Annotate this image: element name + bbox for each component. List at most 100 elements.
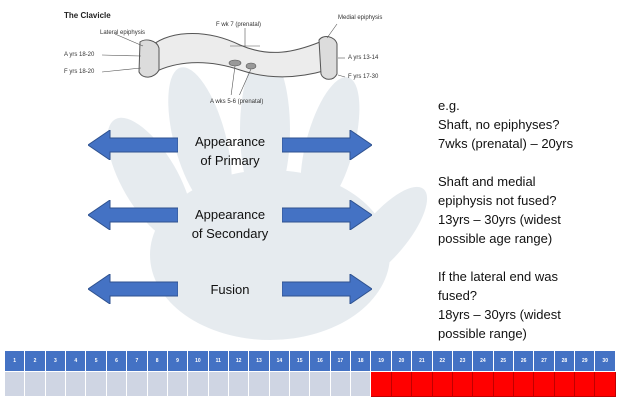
age-cell-19: 19 bbox=[370, 350, 392, 372]
age-cell-24: 24 bbox=[472, 350, 494, 372]
label-medial-fuse: F yrs 17-30 bbox=[348, 74, 379, 80]
age-cell-4: 4 bbox=[65, 350, 87, 372]
age-cell-2: 2 bbox=[24, 350, 46, 372]
age-cell-13: 13 bbox=[248, 350, 270, 372]
age-bar-cell-2 bbox=[24, 371, 46, 397]
age-bar-cell-23 bbox=[451, 371, 474, 397]
age-bar-cell-16 bbox=[309, 371, 331, 397]
label-primary-prenatal: F wk 7 (prenatal) bbox=[216, 22, 262, 28]
age-cell-21: 21 bbox=[411, 350, 433, 372]
age-bar-cell-12 bbox=[227, 371, 250, 397]
age-cell-6: 6 bbox=[105, 350, 128, 372]
example-3-line-2: fused? bbox=[438, 288, 478, 303]
age-bar-cell-19 bbox=[370, 371, 392, 397]
age-bar-cell-15 bbox=[289, 371, 311, 397]
arrow-right-primary bbox=[282, 130, 372, 160]
example-3-line-4: possible range) bbox=[438, 326, 527, 341]
age-bar-cell-26 bbox=[512, 371, 535, 397]
arrow-left-fusion bbox=[88, 274, 178, 304]
stage-primary-line2: of Primary bbox=[200, 153, 260, 168]
arrow-left-secondary bbox=[88, 200, 178, 230]
age-cell-26: 26 bbox=[512, 350, 535, 372]
age-cell-27: 27 bbox=[533, 350, 555, 372]
age-cell-23: 23 bbox=[451, 350, 474, 372]
age-bar-cell-30 bbox=[594, 371, 616, 397]
age-range-bar-row bbox=[3, 371, 616, 397]
stage-fusion: Fusion bbox=[170, 280, 290, 299]
age-cell-16: 16 bbox=[309, 350, 331, 372]
age-cell-15: 15 bbox=[289, 350, 311, 372]
age-cell-20: 20 bbox=[390, 350, 413, 372]
example-1-line-2: Shaft, no epiphyses? bbox=[438, 117, 560, 132]
example-shaft-no-epiphyses: e.g. Shaft, no epiphyses? 7wks (prenatal… bbox=[438, 96, 573, 153]
arrow-right-secondary bbox=[282, 200, 372, 230]
age-cell-29: 29 bbox=[574, 350, 596, 372]
age-cell-22: 22 bbox=[431, 350, 453, 372]
age-cell-10: 10 bbox=[187, 350, 209, 372]
age-cell-12: 12 bbox=[227, 350, 250, 372]
age-bar-cell-29 bbox=[574, 371, 596, 397]
label-medial-epiphysis: Medial epiphysis bbox=[338, 15, 383, 21]
example-3-line-1: If the lateral end was bbox=[438, 269, 558, 284]
stage-primary-line1: Appearance bbox=[194, 134, 266, 149]
age-cell-9: 9 bbox=[166, 350, 189, 372]
age-bar-cell-5 bbox=[85, 371, 107, 397]
age-bar-cell-22 bbox=[431, 371, 453, 397]
example-2-line-4: possible age range) bbox=[438, 231, 553, 246]
example-3-line-3: 18yrs – 30yrs (widest bbox=[438, 307, 561, 322]
stage-secondary: Appearance of Secondary bbox=[170, 205, 290, 243]
example-1-line-1: e.g. bbox=[438, 98, 460, 113]
age-cell-8: 8 bbox=[146, 350, 168, 372]
age-cell-30: 30 bbox=[594, 350, 616, 372]
age-bar-cell-25 bbox=[492, 371, 514, 397]
label-lateral-fuse: F yrs 18-20 bbox=[64, 69, 95, 75]
age-bar-cell-14 bbox=[268, 371, 291, 397]
age-bar-cell-4 bbox=[65, 371, 87, 397]
example-lateral-fused: If the lateral end was fused? 18yrs – 30… bbox=[438, 267, 561, 343]
age-bar-cell-11 bbox=[207, 371, 229, 397]
label-lateral-epiphysis: Lateral epiphysis bbox=[100, 30, 146, 36]
example-2-line-3: 13yrs – 30yrs (widest bbox=[438, 212, 561, 227]
stage-secondary-line1: Appearance bbox=[194, 207, 266, 222]
age-cell-7: 7 bbox=[126, 350, 148, 372]
age-cell-17: 17 bbox=[329, 350, 352, 372]
age-bar-cell-24 bbox=[472, 371, 494, 397]
example-2-line-2: epiphysis not fused? bbox=[438, 193, 557, 208]
age-bar-cell-10 bbox=[187, 371, 209, 397]
age-bar-cell-13 bbox=[248, 371, 270, 397]
clavicle-illustration bbox=[101, 23, 346, 95]
age-cell-25: 25 bbox=[492, 350, 514, 372]
example-1-line-3: 7wks (prenatal) – 20yrs bbox=[438, 136, 574, 151]
age-cell-14: 14 bbox=[268, 350, 291, 372]
stage-primary: Appearance of Primary bbox=[170, 132, 290, 170]
age-cell-18: 18 bbox=[350, 350, 372, 372]
age-cell-5: 5 bbox=[85, 350, 107, 372]
label-medial-appear: A yrs 13-14 bbox=[348, 55, 379, 61]
age-bar-cell-18 bbox=[350, 371, 372, 397]
example-shaft-medial-not-fused: Shaft and medial epiphysis not fused? 13… bbox=[438, 172, 561, 248]
age-bar-cell-17 bbox=[329, 371, 352, 397]
example-2-line-1: Shaft and medial bbox=[438, 174, 536, 189]
arrow-left-primary bbox=[88, 130, 178, 160]
age-bar-cell-7 bbox=[126, 371, 148, 397]
age-cell-3: 3 bbox=[44, 350, 67, 372]
age-cell-28: 28 bbox=[553, 350, 576, 372]
age-bar-cell-6 bbox=[105, 371, 128, 397]
age-cell-1: 1 bbox=[3, 350, 26, 372]
age-cell-11: 11 bbox=[207, 350, 229, 372]
stage-secondary-line2: of Secondary bbox=[191, 226, 269, 241]
age-bar-cell-28 bbox=[553, 371, 576, 397]
label-lateral-appear: A yrs 18-20 bbox=[64, 52, 95, 58]
age-bar-cell-3 bbox=[44, 371, 67, 397]
age-bar-cell-20 bbox=[390, 371, 413, 397]
age-bar-cell-8 bbox=[146, 371, 168, 397]
age-bar-cell-21 bbox=[411, 371, 433, 397]
arrow-right-fusion bbox=[282, 274, 372, 304]
label-primary-appear: A wks 5-6 (prenatal) bbox=[210, 99, 264, 105]
age-bar-cell-1 bbox=[3, 371, 26, 397]
age-bar-cell-27 bbox=[533, 371, 555, 397]
stage-fusion-line1: Fusion bbox=[210, 282, 250, 297]
